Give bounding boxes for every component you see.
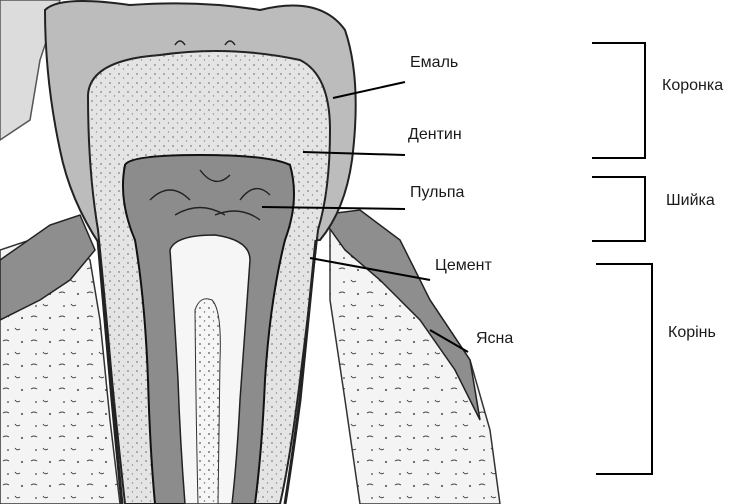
region-neck: Шийка bbox=[666, 192, 715, 210]
label-enamel: Емаль bbox=[410, 54, 458, 72]
bracket-neck bbox=[592, 177, 645, 241]
label-dentin: Дентин bbox=[408, 126, 462, 144]
bracket-root bbox=[596, 264, 652, 474]
label-cement: Цемент bbox=[435, 257, 492, 275]
region-crown: Коронка bbox=[662, 77, 723, 95]
label-pulp: Пульпа bbox=[410, 184, 464, 202]
label-gum: Ясна bbox=[476, 330, 513, 348]
bracket-crown bbox=[592, 43, 645, 158]
region-root: Корінь bbox=[668, 324, 716, 342]
